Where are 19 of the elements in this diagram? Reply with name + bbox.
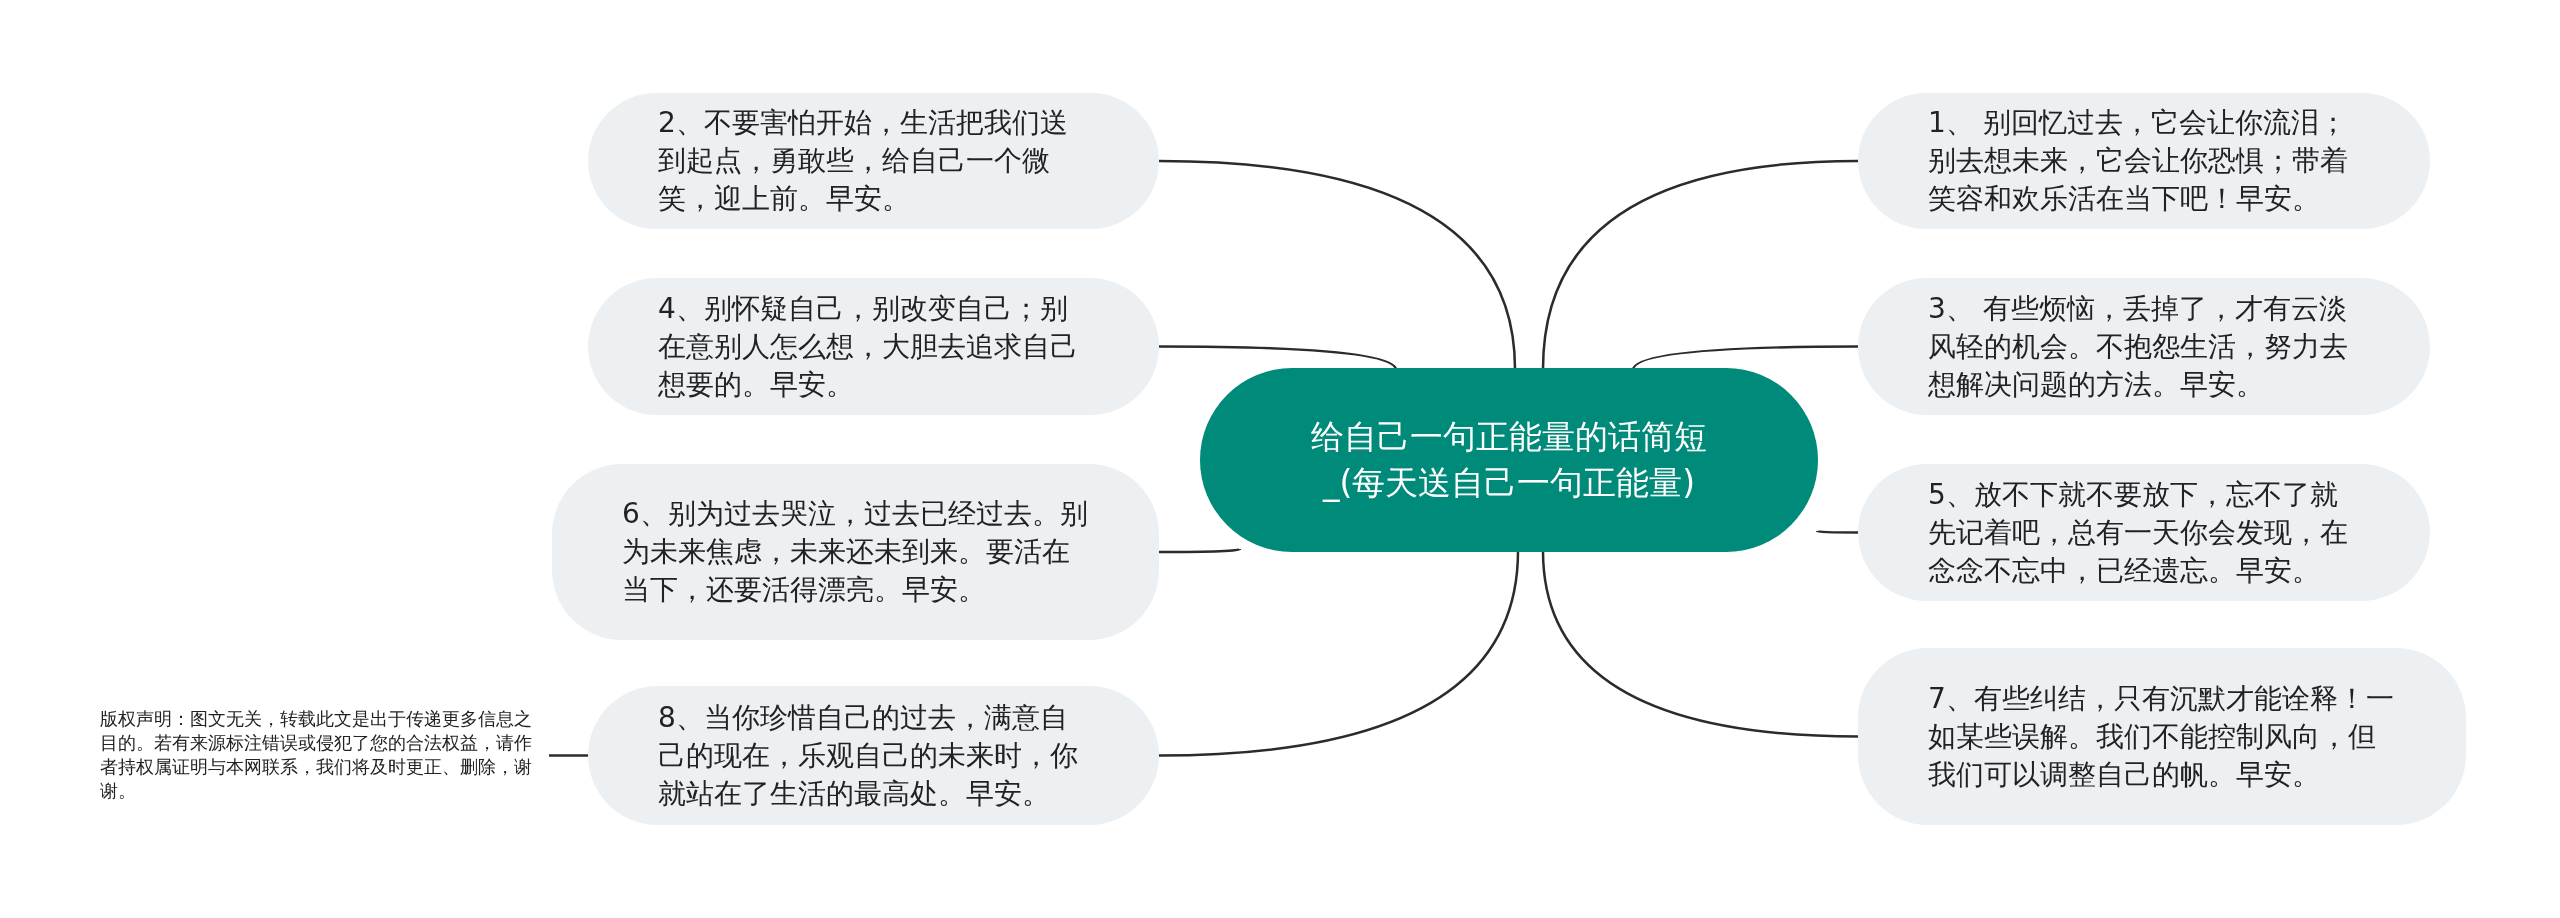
central-topic: 给自己一句正能量的话简短_(每天送自己一句正能量) bbox=[1200, 368, 1818, 552]
connector-line bbox=[1816, 529, 1858, 534]
connector-line bbox=[1158, 159, 1517, 370]
copyright-note: 版权声明：图文无关，转载此文是出于传递更多信息之目的。若有来源标注错误或侵犯了您的合法权益，请作者持权属证明与本网联系，我们将及时更正、删除，谢谢。 bbox=[100, 695, 545, 815]
connector-line bbox=[1158, 550, 1520, 757]
connector-line bbox=[1631, 345, 1858, 371]
connector-line bbox=[549, 754, 588, 757]
topic-box: 1、 别回忆过去，它会让你流泪；别去想未来，它会让你恐惧；带着笑容和欢乐活在当下吧！早安。 bbox=[1858, 93, 2430, 229]
topic-box: 7、有些纠结，只有沉默才能诠释！一如某些误解。我们不能控制风向，但我们可以调整自己的帆。早安。 bbox=[1858, 648, 2466, 825]
topic-box: 3、 有些烦恼，丢掉了，才有云淡风轻的机会。不抱怨生活，努力去想解决问题的方法。早安。 bbox=[1858, 278, 2430, 415]
topic-box: 2、不要害怕开始，生活把我们送到起点，勇敢些，给自己一个微笑，迎上前。早安。 bbox=[588, 93, 1159, 229]
connector-line bbox=[1541, 159, 1859, 370]
connector-line bbox=[1159, 345, 1398, 371]
topic-box: 6、别为过去哭泣，过去已经过去。别为未来焦虑，未来还未到来。要活在当下，还要活得漂亮。早安。 bbox=[552, 464, 1159, 640]
topic-box: 8、当你珍惜自己的过去，满意自己的现在，乐观自己的未来时，你就站在了生活的最高处。早安。 bbox=[588, 686, 1159, 825]
connector-line bbox=[1159, 547, 1241, 554]
connector-line bbox=[1541, 550, 1859, 738]
topic-box: 5、放不下就不要放下，忘不了就先记着吧，总有一天你会发现，在念念不忘中，已经遗忘。早安。 bbox=[1858, 464, 2430, 601]
topic-box: 4、别怀疑自己，别改变自己；别在意别人怎么想，大胆去追求自己想要的。早安。 bbox=[588, 278, 1159, 415]
